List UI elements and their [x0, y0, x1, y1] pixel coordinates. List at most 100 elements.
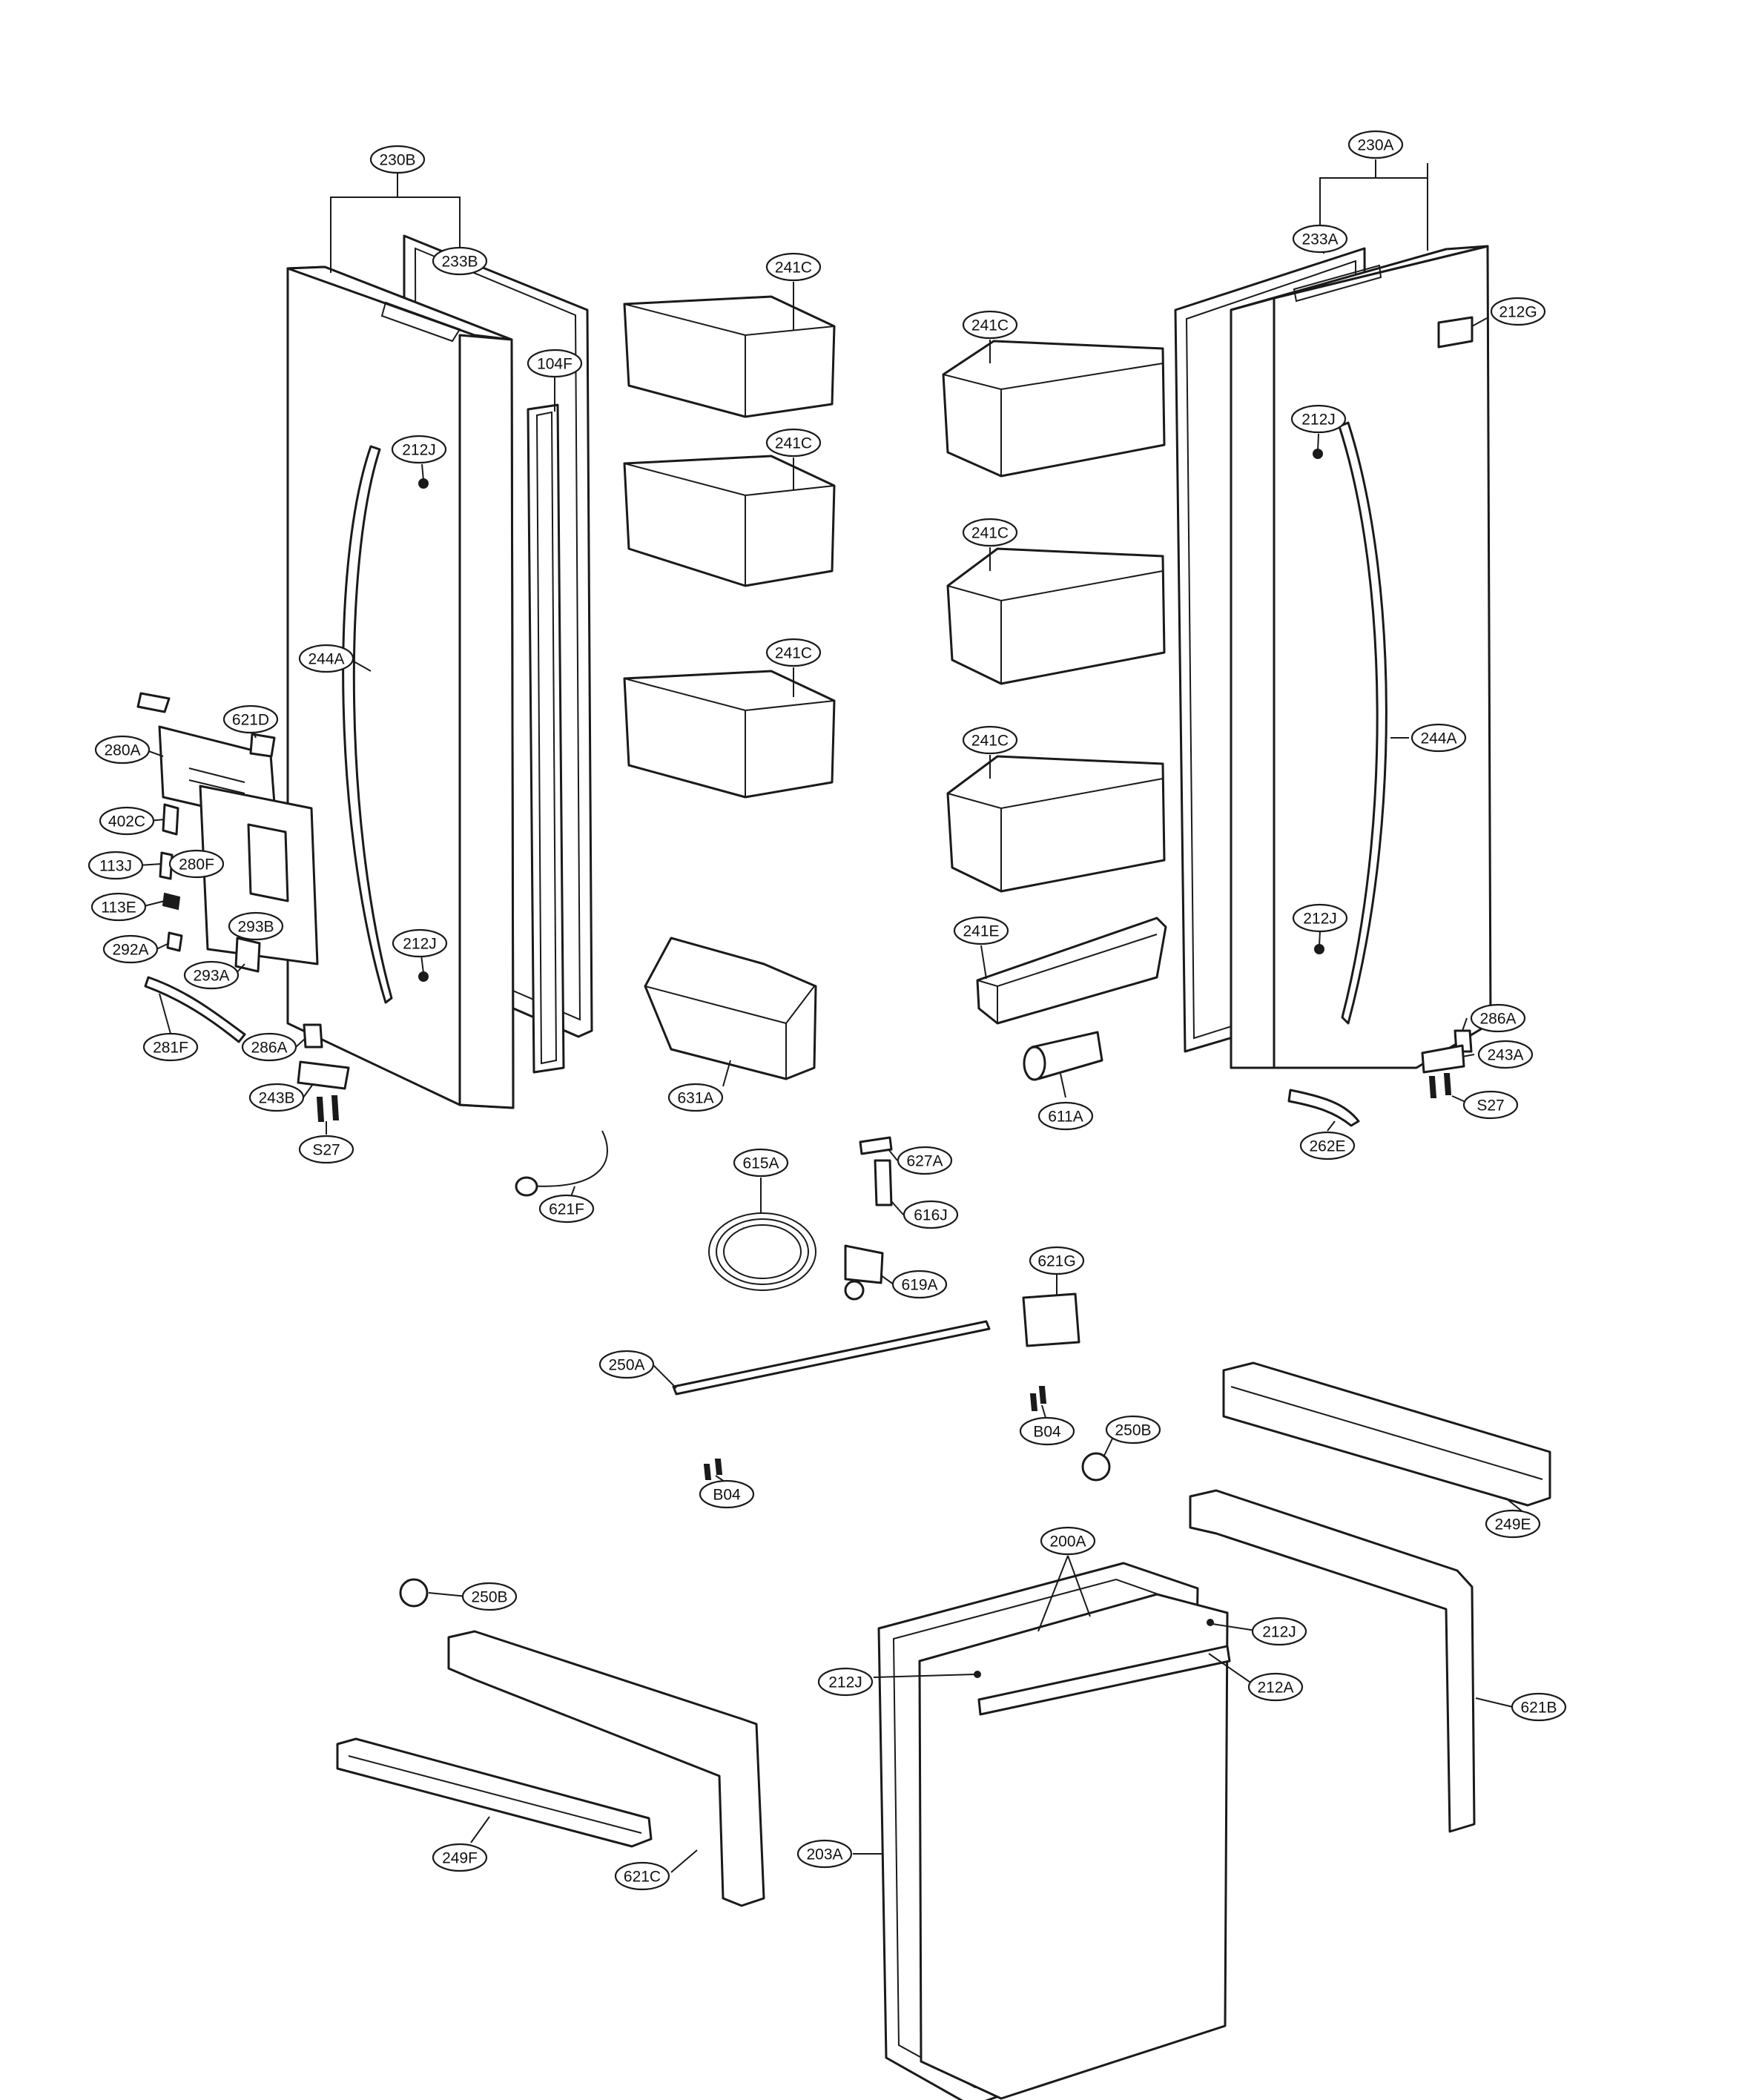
- label-text: 243B: [258, 1090, 294, 1107]
- label-oval: [142, 1032, 199, 1062]
- label-text: 280F: [179, 856, 214, 874]
- part-label-b04: B04: [699, 1479, 755, 1509]
- part-label-621g: 621G: [1029, 1246, 1085, 1275]
- drawer-rails: [336, 1361, 1551, 1907]
- part-label-212j: 212J: [817, 1667, 874, 1697]
- label-text: 241C: [775, 645, 812, 662]
- label-text: 250B: [1115, 1422, 1151, 1439]
- label-oval: [733, 1148, 789, 1178]
- label-text: 244A: [1420, 730, 1456, 747]
- rail-249F: [336, 1737, 653, 1848]
- label-text: 230B: [379, 152, 415, 169]
- label-oval: [1040, 1526, 1096, 1556]
- label-oval: [1292, 903, 1348, 933]
- label-oval: [962, 518, 1018, 547]
- part-label-281f: 281F: [142, 1032, 199, 1062]
- left-door-assembly: [136, 234, 593, 1122]
- label-text: B04: [713, 1487, 741, 1504]
- part-label-286a: 286A: [241, 1032, 297, 1062]
- part-label-212j: 212J: [1292, 903, 1348, 933]
- part-label-s27: S27: [298, 1135, 354, 1164]
- label-oval: [796, 1839, 853, 1869]
- screws-S27-right: [1428, 1073, 1452, 1098]
- rail-249E: [1222, 1361, 1551, 1507]
- door-bin-3: [623, 670, 836, 799]
- screws-B04-left: [703, 1459, 723, 1480]
- part-label-243a: 243A: [1477, 1040, 1534, 1069]
- part-label-241c: 241C: [765, 428, 822, 458]
- part-label-230a: 230A: [1347, 130, 1404, 159]
- label-oval: [183, 960, 240, 990]
- label-oval: [1105, 1415, 1161, 1444]
- left-door-handle: [342, 445, 393, 1004]
- label-oval: [897, 1146, 953, 1175]
- left-door-top-cap: [380, 301, 461, 343]
- label-text: 212J: [403, 936, 437, 953]
- label-oval: [953, 916, 1009, 945]
- part-label-241c: 241C: [962, 310, 1018, 340]
- label-oval: [94, 735, 151, 765]
- label-oval: [369, 145, 426, 174]
- label-oval: [461, 1582, 518, 1611]
- label-oval: [699, 1479, 755, 1509]
- right-door-assembly: [1174, 245, 1492, 1127]
- label-oval: [432, 246, 488, 276]
- part-label-250b: 250B: [461, 1582, 518, 1611]
- part-label-250a: 250A: [598, 1350, 655, 1379]
- right-door-bins: [942, 340, 1167, 1081]
- part-label-212g: 212G: [1490, 297, 1546, 326]
- label-text: 241C: [775, 260, 812, 277]
- label-oval: [241, 1032, 297, 1062]
- fitting-616J: [874, 1159, 893, 1206]
- label-oval: [298, 1135, 354, 1164]
- label-oval: [228, 911, 284, 941]
- label-text: 621B: [1520, 1700, 1557, 1717]
- label-oval: [1485, 1509, 1541, 1539]
- label-oval: [667, 1083, 724, 1112]
- label-text: 286A: [1479, 1011, 1516, 1028]
- label-text: 621F: [549, 1201, 584, 1218]
- dispenser-cap: [136, 692, 171, 713]
- drawer-front-panel: [918, 1593, 1229, 2100]
- label-text: 619A: [901, 1277, 937, 1294]
- label-text: 113J: [99, 858, 132, 875]
- door-tool-262E: [1287, 1089, 1360, 1127]
- freezer-drawer-front: [877, 1562, 1231, 2100]
- part-label-212j: 212J: [392, 928, 448, 958]
- label-text: 230A: [1357, 137, 1393, 154]
- part-label-113e: 113E: [90, 892, 147, 922]
- label-oval: [298, 644, 354, 673]
- label-oval: [1247, 1672, 1304, 1702]
- part-label-621b: 621B: [1511, 1692, 1567, 1722]
- label-text: 293A: [193, 968, 229, 985]
- part-label-262e: 262E: [1299, 1131, 1356, 1160]
- part-label-616j: 616J: [903, 1200, 959, 1229]
- part-label-280a: 280A: [94, 735, 151, 765]
- bracket-621G: [1022, 1292, 1080, 1347]
- label-oval: [765, 638, 822, 667]
- part-label-244a: 244A: [298, 644, 354, 673]
- label-text: 212J: [402, 442, 436, 459]
- label-text: 621C: [624, 1869, 661, 1886]
- label-oval: [88, 851, 144, 880]
- part-label-249f: 249F: [432, 1843, 488, 1872]
- label-oval: [817, 1667, 874, 1697]
- label-text: 631A: [677, 1090, 713, 1107]
- label-oval: [102, 934, 159, 964]
- part-label-b04: B04: [1019, 1416, 1075, 1446]
- label-text: 281F: [153, 1040, 188, 1057]
- label-text: 292A: [112, 942, 148, 959]
- part-label-241c: 241C: [765, 252, 822, 282]
- dispenser-lever-281F: [144, 976, 246, 1043]
- part-label-212j: 212J: [1251, 1617, 1307, 1646]
- part-label-249e: 249E: [1485, 1509, 1541, 1539]
- label-text: 621D: [232, 712, 269, 729]
- label-text: 233B: [441, 254, 478, 271]
- label-oval: [598, 1350, 655, 1379]
- gear-250B-left: [399, 1578, 429, 1608]
- label-text: 250B: [471, 1589, 507, 1606]
- label-text: 200A: [1049, 1533, 1086, 1551]
- screws-B04-right: [1029, 1386, 1047, 1411]
- door-bin-5: [946, 547, 1166, 685]
